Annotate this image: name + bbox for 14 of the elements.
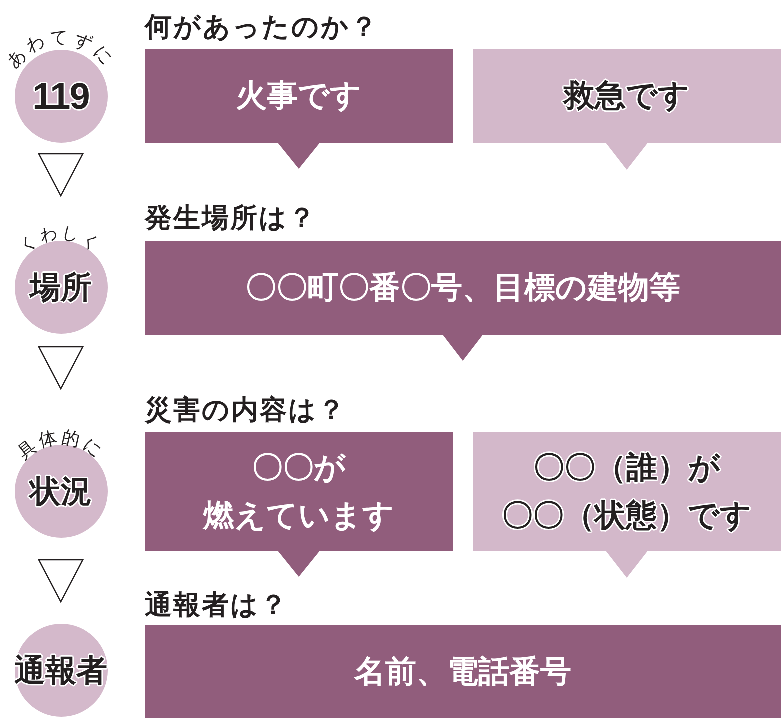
curved-caption: くわしく	[16, 222, 106, 258]
step-circle: 通報者	[14, 624, 108, 717]
speech-bubble: 救急です	[473, 49, 781, 170]
question-heading: 何があったのか？	[145, 11, 379, 44]
question-heading: 発生場所は？	[145, 202, 317, 235]
curved-caption: あわてずに	[2, 28, 120, 72]
speech-bubble: 〇〇（誰）が〇〇（状態）です	[473, 432, 781, 578]
speech-bubble: 〇〇町〇番〇号、目標の建物等	[145, 241, 781, 361]
curved-caption: 具体的に	[14, 426, 108, 464]
speech-bubble: 〇〇が燃えています	[145, 432, 453, 577]
speech-bubble: 名前、電話番号	[145, 625, 781, 718]
question-heading: 通報者は？	[145, 589, 288, 622]
question-heading: 災害の内容は？	[145, 394, 346, 427]
speech-bubble: 火事です	[145, 49, 453, 169]
